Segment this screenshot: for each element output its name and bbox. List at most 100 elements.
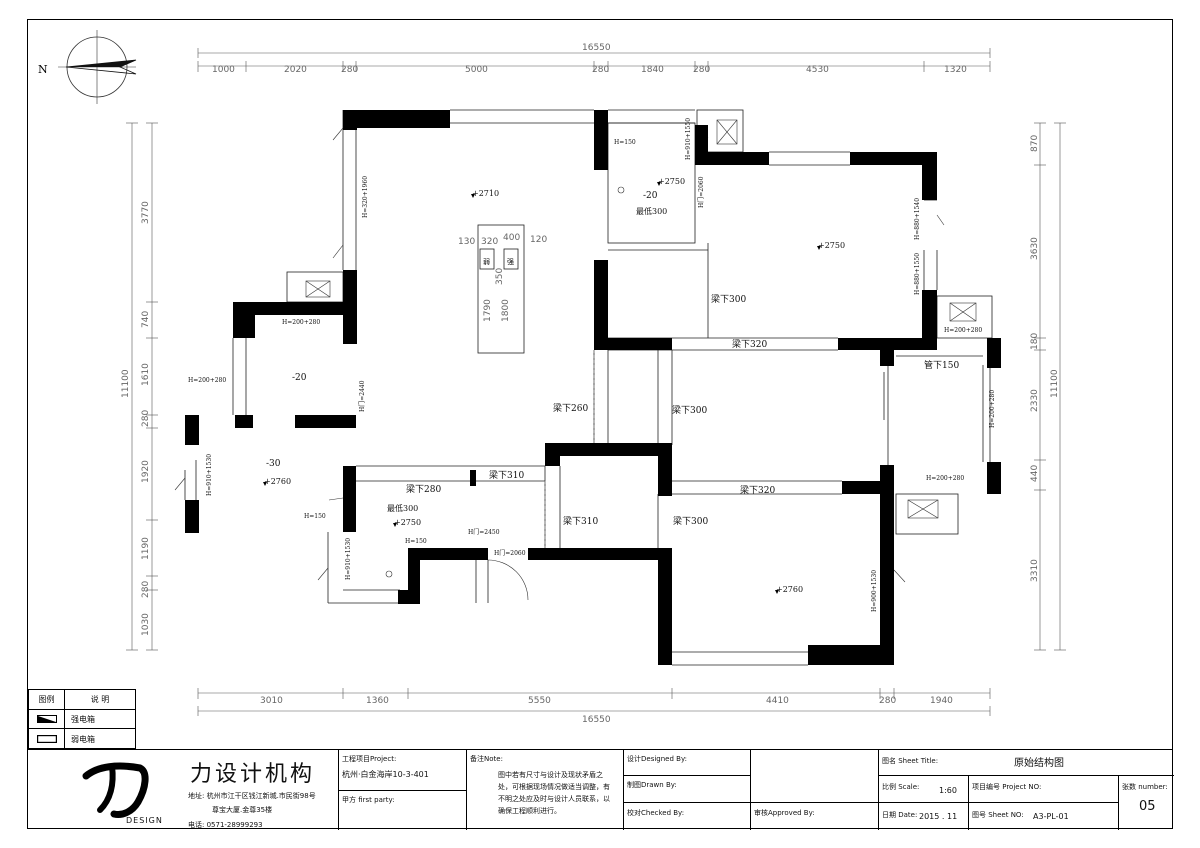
height-note: H=910+1530	[206, 454, 213, 496]
level-mark: +2760	[776, 585, 803, 594]
approval-cell: 审核Approved By:	[750, 750, 879, 830]
right-dimensions	[1034, 122, 1066, 651]
dim-top-seg: 1840	[641, 65, 664, 75]
checked-label: 校对Checked By:	[627, 809, 685, 817]
floor-drain-icons	[385, 186, 625, 578]
top-dimensions	[197, 48, 991, 72]
weak-box-label: 弱	[483, 258, 490, 266]
project-label: 工程项目Project:	[342, 755, 397, 763]
strong-box-label: 强	[507, 258, 514, 266]
legend: 图例 说 明 强电箱 弱电箱	[28, 689, 136, 749]
dim-left-seg: 1190	[141, 537, 151, 560]
sheets-value: 05	[1139, 799, 1156, 814]
dim-top-seg: 4530	[806, 65, 829, 75]
beam-label: 梁下300	[673, 515, 708, 527]
legend-header-left: 图例	[29, 690, 65, 709]
dim-bottom-seg: 4410	[766, 696, 789, 706]
level-mark: +2750	[658, 177, 685, 186]
dim-top-seg: 5000	[465, 65, 488, 75]
sheets-label: 张数 number:	[1122, 783, 1168, 791]
dim-left-total: 11100	[121, 369, 131, 398]
approved-label: 审核Approved By:	[754, 809, 815, 817]
sheet-title: 原始结构图	[1014, 758, 1064, 769]
bottom-dimensions	[197, 688, 991, 716]
company-address: 地址: 杭州市江干区钱江新城.市民街98号	[188, 792, 316, 800]
dim-top-seg: 1000	[212, 65, 235, 75]
dim-right-seg: 870	[1030, 135, 1040, 152]
beam-label: 梁下310	[489, 469, 524, 481]
level-mark: -20	[643, 191, 658, 201]
logo-text: DESIGN	[126, 816, 163, 825]
drawn-label: 制图Drawn By:	[627, 781, 677, 789]
dim-top-total: 16550	[582, 43, 611, 53]
legend-row-weak: 弱电箱	[29, 728, 135, 749]
project-no-cell: 项目编号 Project NO:	[968, 775, 1118, 802]
note-cell: 备注Note: 图中若有尺寸与设计及现状矛盾之处，可根据现场情况做适当调整，有不…	[466, 750, 623, 830]
beam-label: 梁下300	[711, 293, 746, 305]
strong-box-icon	[29, 710, 65, 728]
height-note: H=320+1960	[362, 176, 369, 218]
note-label: 备注Note:	[470, 755, 503, 763]
dim-right-seg: 3630	[1030, 237, 1040, 260]
column-dim: 120	[530, 235, 547, 245]
dim-right-seg: 3310	[1030, 559, 1040, 582]
dim-left-seg: 3770	[141, 201, 151, 224]
sheets-cell: 张数 number: 05	[1118, 775, 1174, 830]
company-address-2: 尊宝大厦.金尊35楼	[212, 806, 273, 814]
party-label: 甲方 first party:	[342, 796, 395, 804]
project-value: 杭州·白金海岸10-3-401	[342, 770, 429, 779]
dim-top-seg: 2020	[284, 65, 307, 75]
date-label: 日期 Date:	[882, 811, 918, 819]
design-label: 设计Designed By:	[627, 755, 687, 763]
height-note: H=880+1540	[914, 198, 921, 240]
level-mark: +2760	[264, 477, 291, 486]
beam-label: 梁下320	[740, 484, 775, 496]
dim-left-seg: 280	[141, 581, 151, 598]
dim-bottom-total: 16550	[582, 715, 611, 725]
company-phone: 电话: 0571-28999293	[188, 821, 263, 829]
column-dim: 130	[458, 237, 475, 247]
dim-bottom-seg: 3010	[260, 696, 283, 706]
sheet-title-label: 图名 Sheet Title:	[882, 757, 939, 765]
project-cell: 工程项目Project: 杭州·白金海岸10-3-401 甲方 first pa…	[338, 750, 467, 830]
legend-weak-label: 弱电箱	[71, 734, 95, 744]
date-value: 2015 . 11	[919, 812, 958, 821]
left-dimensions	[126, 122, 158, 651]
height-note: H=150	[614, 139, 636, 146]
height-note: H=910+1530	[345, 538, 352, 580]
height-note: H门=2060	[494, 549, 526, 557]
height-note: H=900+1530	[871, 570, 878, 612]
door-swing-icons	[174, 127, 945, 601]
column-dim: 1800	[501, 299, 511, 322]
sheet-no-label: 图号 Sheet NO:	[972, 811, 1024, 819]
north-label: N	[38, 63, 48, 76]
level-mark: +2710	[472, 189, 499, 198]
height-note: H门=2440	[358, 380, 366, 412]
weak-box-icon	[29, 729, 65, 749]
dim-bottom-seg: 1360	[366, 696, 389, 706]
height-note: H=880+1550	[914, 253, 921, 295]
dim-bottom-seg: 1940	[930, 696, 953, 706]
beam-lines	[544, 350, 595, 548]
beam-label: 梁下260	[553, 402, 588, 414]
level-marker-icons	[263, 182, 821, 594]
height-note: H=200+280	[282, 319, 320, 326]
dim-right-seg: 180	[1030, 333, 1040, 350]
dim-top-seg: 280	[341, 65, 358, 75]
company-logo-icon	[78, 758, 158, 818]
legend-header: 图例 说 明	[29, 690, 135, 709]
dim-left-seg: 740	[141, 311, 151, 328]
column-dim: 320	[481, 237, 498, 247]
height-note: H=200+280	[926, 475, 964, 482]
sheet-no-cell: 图号 Sheet NO: A3-PL-01	[968, 802, 1118, 830]
north-arrow-icon: N	[38, 30, 137, 104]
sheet-info-cell: 图名 Sheet Title: 原始结构图 比例 Scale: 1:60 项目编…	[878, 750, 1174, 830]
min-height-label: 最低300	[636, 206, 667, 216]
level-mark: +2750	[818, 241, 845, 250]
column-dim: 400	[503, 233, 520, 243]
note-text: 图中若有尺寸与设计及现状矛盾之处，可根据现场情况做适当调整，有不明之处应及时与设…	[498, 771, 610, 815]
height-note: H=150	[304, 513, 326, 520]
dim-right-seg: 2330	[1030, 389, 1040, 412]
